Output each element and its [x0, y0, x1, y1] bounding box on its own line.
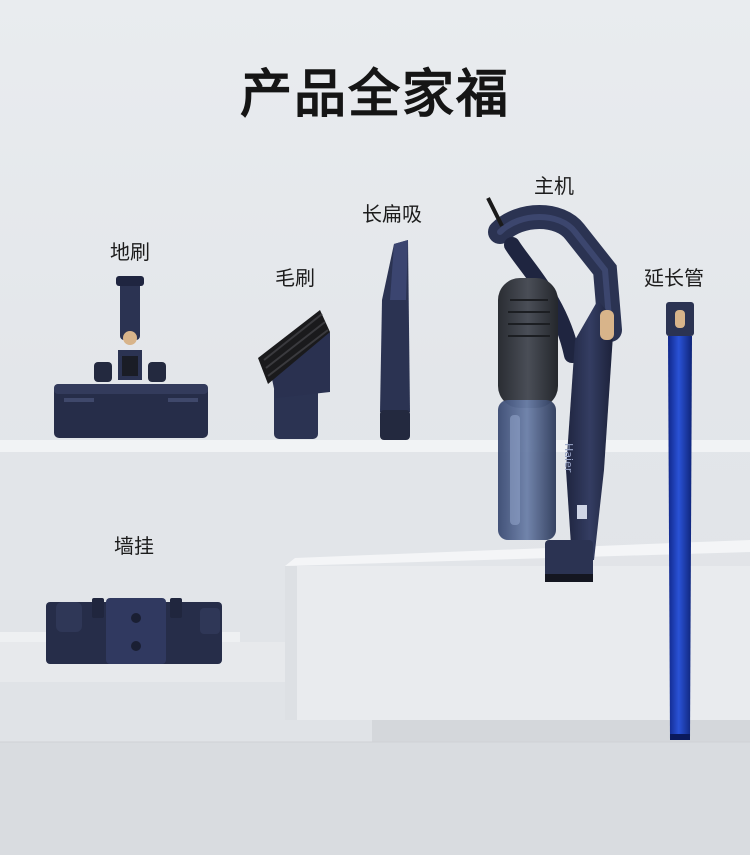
crevice-tool-image [380, 240, 410, 440]
bristle-brush-image [258, 310, 330, 439]
label-extension-tube: 延长管 [644, 266, 704, 290]
extension-tube-image [666, 302, 694, 740]
floor-brush-image [54, 276, 208, 438]
wall-mount-image [46, 598, 222, 664]
label-wall-mount: 墙挂 [114, 534, 154, 558]
label-main-unit: 主机 [534, 174, 574, 198]
brand-logo: Haier [562, 443, 575, 473]
display-steps [0, 440, 750, 855]
page-title: 产品全家福 [239, 65, 510, 125]
label-bristle-brush: 毛刷 [275, 266, 315, 290]
label-floor-brush: 地刷 [110, 240, 150, 264]
main-unit-image [486, 197, 622, 582]
label-crevice-tool: 长扁吸 [362, 202, 422, 226]
